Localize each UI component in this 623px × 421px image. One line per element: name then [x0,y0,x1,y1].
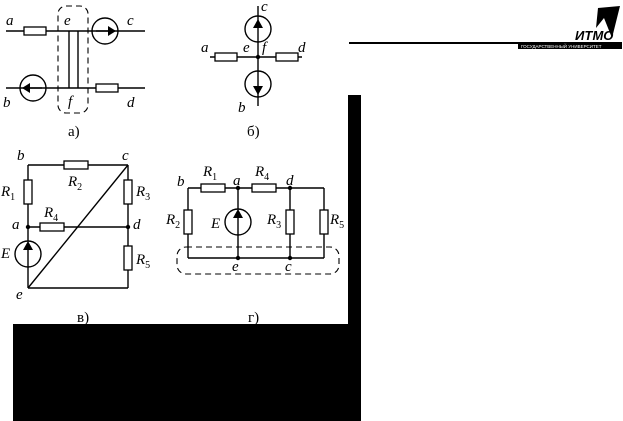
resistor-a-top [23,26,47,36]
resistor-a-bottom [95,83,119,93]
node-label-b: b [3,95,11,111]
caption-b: б) [247,124,260,140]
source-a-top [91,17,119,45]
node-label-b: b [177,174,185,190]
redacted-block-bottom [13,324,361,421]
label-r5: R5 [135,252,150,271]
resistor-r5 [319,209,329,235]
source-a-bottom [19,74,47,102]
node-label-f: f [68,94,74,110]
node-label-f: f [262,40,268,56]
source-b-bottom [244,70,272,98]
label-r5: R5 [329,212,344,231]
node-label-d: d [298,40,306,56]
node-label-e: e [16,287,23,303]
node-label-e: e [232,259,239,275]
diagram-a: a c e b d f а) [3,5,145,140]
caption-g: г) [248,310,259,326]
resistor-r4 [251,183,277,193]
node-label-c: c [122,148,129,164]
logo-mark-icon [596,6,620,38]
resistor-r5 [123,245,133,271]
node-label-c: c [285,259,292,275]
node-label-a: a [12,217,20,233]
node-label-d: d [286,173,294,189]
resistor-b-left [214,52,238,62]
label-r3: R3 [135,184,150,203]
label-r1: R1 [0,184,15,203]
label-emf: E [0,246,10,262]
caption-v: в) [77,310,89,326]
label-r1: R1 [202,164,217,183]
logo-subtitle: ГОСУДАРСТВЕННЫЙ УНИВЕРСИТЕТ [521,42,602,49]
node-label-d: d [133,217,141,233]
resistor-r2 [183,209,193,235]
source-b-top [244,15,272,43]
caption-a: а) [68,124,80,140]
node-label-d: d [127,95,135,111]
node-label-a: a [6,13,14,29]
dashed-node-group-a [57,5,89,114]
label-emf: E [210,216,220,232]
node-label-b: b [238,100,246,116]
resistor-b-right [275,52,299,62]
diagram-v: b c a d e R1 R2 R3 R4 R5 E в) [0,148,150,326]
label-r2: R2 [67,174,82,193]
resistor-r1 [23,179,33,205]
diagram-b: a d c b e f б) [201,0,306,140]
node-label-e: e [64,13,71,29]
diagram-g: b a d e c R1 R4 R2 R3 R5 E г) [165,164,344,326]
node-label-e: e [243,40,250,56]
resistor-r3 [285,209,295,235]
logo-name: ИТМО [575,28,613,43]
itmo-logo: ИТМО ГОСУДАРСТВЕННЫЙ УНИВЕРСИТЕТ [349,6,622,49]
resistor-r4 [39,222,65,232]
label-r4: R4 [43,205,58,224]
node-label-b: b [17,148,25,164]
dashed-node-group-g [176,246,340,275]
node-label-c: c [127,13,134,29]
label-r3: R3 [266,212,281,231]
resistor-r1 [200,183,226,193]
node-label-a: a [201,40,209,56]
resistor-r3 [123,179,133,205]
label-r4: R4 [254,164,269,183]
resistor-r2 [63,160,89,170]
label-r2: R2 [165,212,180,231]
node-label-c: c [261,0,268,15]
node-label-a: a [233,173,241,189]
